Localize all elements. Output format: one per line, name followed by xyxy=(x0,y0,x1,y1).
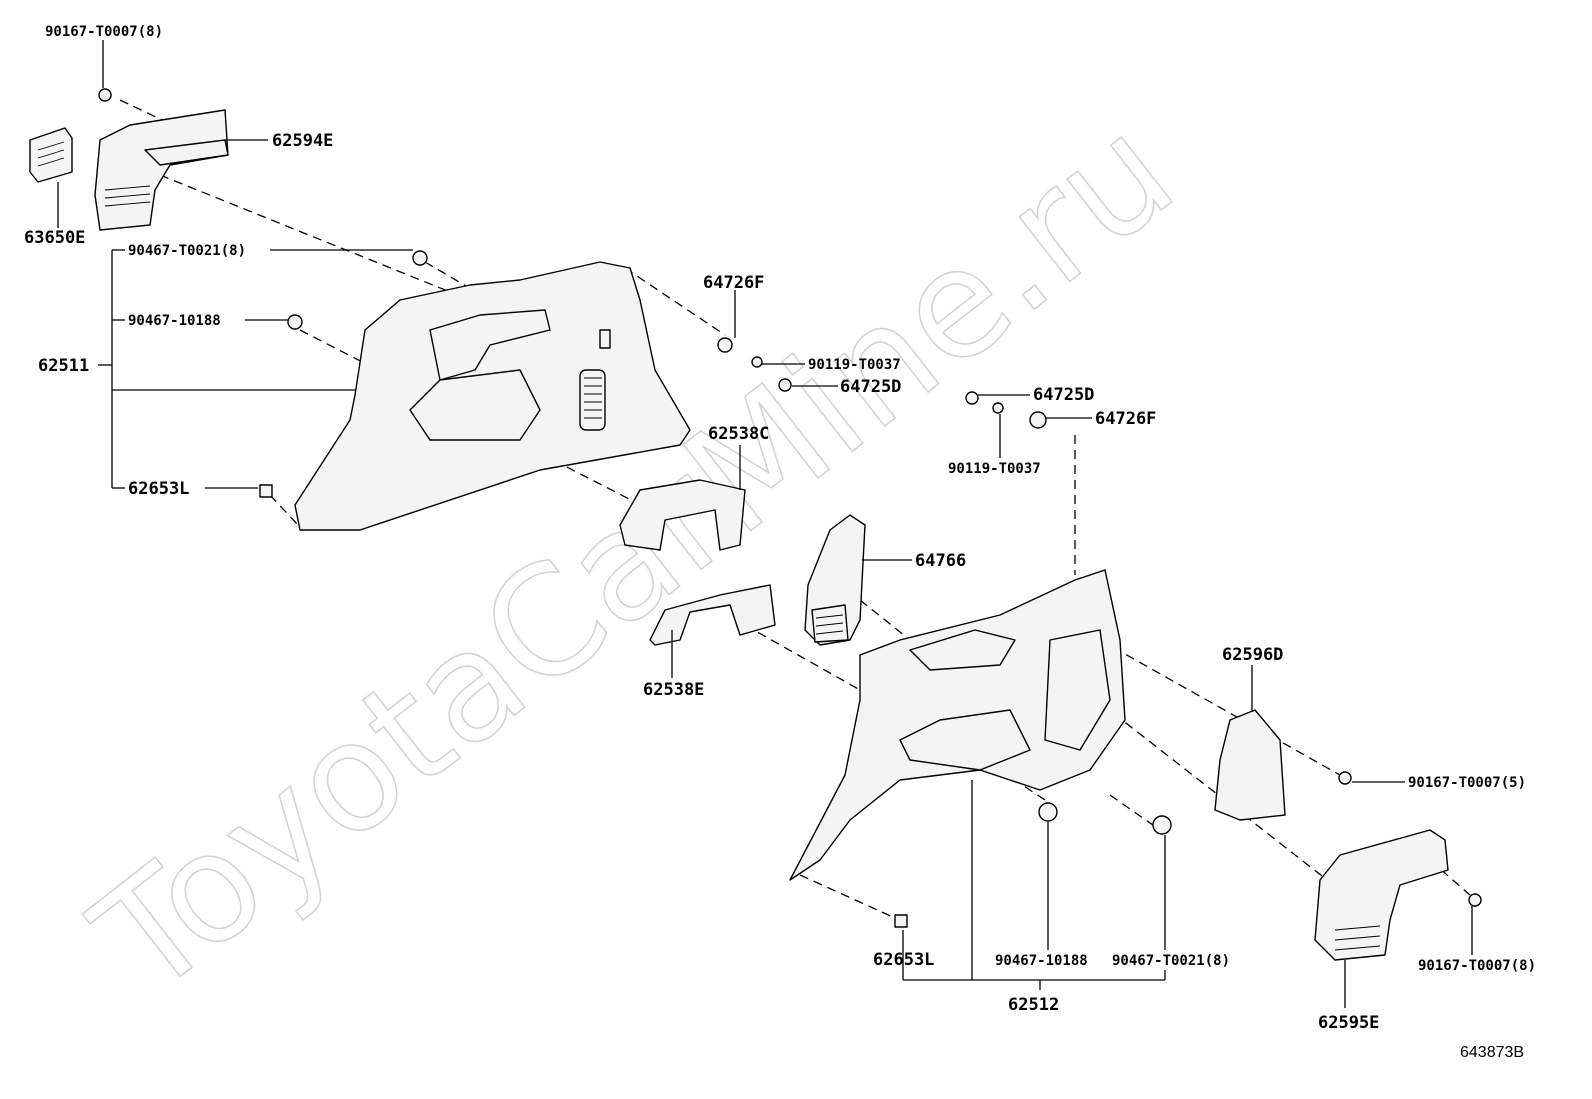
label-90119-T0037-lower: 90119-T0037 xyxy=(948,461,1041,477)
alignment-lines xyxy=(119,99,1471,919)
part-62511 xyxy=(259,250,691,531)
clip-90467-10188-bottom xyxy=(1038,802,1058,822)
label-64726F-top: 64726F xyxy=(703,273,764,293)
label-90167-T0007-top: 90167-T0007(8) xyxy=(45,24,163,40)
label-62594E: 62594E xyxy=(272,131,333,151)
clip-90467-10188-left xyxy=(287,314,303,330)
label-90467-10188-left: 90467-10188 xyxy=(128,313,221,329)
label-64725D-left: 64725D xyxy=(840,377,901,397)
label-62595E: 62595E xyxy=(1318,1013,1379,1033)
part-62594E xyxy=(94,88,229,231)
label-62538C: 62538C xyxy=(708,424,769,444)
part-62538C xyxy=(619,479,746,551)
fastener-set-upper xyxy=(717,337,792,392)
part-62596D xyxy=(1214,709,1352,821)
label-90467-T0021-left: 90467-T0021(8) xyxy=(128,243,246,259)
watermark: ToyotaCarMine.ru xyxy=(64,84,1205,1028)
label-90167-T0007-5: 90167-T0007(5) xyxy=(1408,775,1526,791)
label-90467-10188-bottom: 90467-10188 xyxy=(995,953,1088,969)
label-64766: 64766 xyxy=(915,551,966,571)
label-62538E: 62538E xyxy=(643,680,704,700)
clip-90467-T0021-left xyxy=(412,250,428,266)
part-64766 xyxy=(804,514,866,646)
bolt-90167-5 xyxy=(1338,771,1352,785)
label-90167-T0007-right: 90167-T0007(8) xyxy=(1418,958,1536,974)
part-62512 xyxy=(789,569,1172,928)
label-62653L-right: 62653L xyxy=(873,950,934,970)
leader-lines xyxy=(57,40,1473,1008)
part-labels: 90167-T0007(8) 62594E 63650E 90467-T0021… xyxy=(24,24,1536,1033)
label-64725D-right: 64725D xyxy=(1033,385,1094,405)
label-62512: 62512 xyxy=(1008,995,1059,1015)
part-63650E xyxy=(29,127,73,183)
bolt-90167-top xyxy=(98,88,112,102)
fastener-set-right xyxy=(965,391,1047,429)
clip-62653L-right xyxy=(894,914,908,928)
bolt-90167-right xyxy=(1468,893,1482,907)
diagram-id: 643873B xyxy=(1460,1044,1524,1061)
clip-90467-T0021-bottom xyxy=(1152,815,1172,835)
label-90119-T0037-upper: 90119-T0037 xyxy=(808,357,901,373)
label-62511: 62511 xyxy=(38,356,89,376)
clip-62653L-left xyxy=(259,484,273,498)
part-62595E xyxy=(1314,829,1482,961)
label-62653L-left: 62653L xyxy=(128,479,189,499)
label-63650E: 63650E xyxy=(24,228,85,248)
label-64726F-right: 64726F xyxy=(1095,409,1156,429)
label-62596D: 62596D xyxy=(1222,645,1283,665)
label-90467-T0021-bottom: 90467-T0021(8) xyxy=(1112,953,1230,969)
